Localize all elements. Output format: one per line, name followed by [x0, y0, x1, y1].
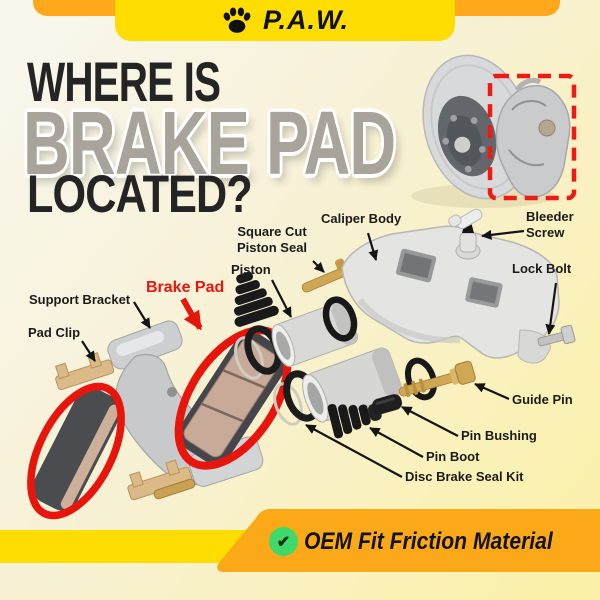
brake-pad-left	[32, 387, 122, 511]
brand-name: P.A.W.	[262, 5, 349, 35]
label-guide-pin: Guide Pin	[512, 392, 573, 407]
brake-pad-red-arrow	[180, 297, 203, 331]
label-pin-boot: Pin Boot	[426, 449, 480, 464]
red-dashed-highlight	[487, 73, 577, 201]
label-arrows	[81, 229, 558, 478]
red-circle-left	[27, 382, 125, 520]
bleeder-screw-part	[448, 208, 483, 260]
brake-disc-photo	[411, 54, 577, 208]
label-pin-bushing: Pin Bushing	[461, 428, 537, 443]
bottom-orange-banner	[217, 509, 600, 572]
label-bleeder-screw: Bleeder Screw	[526, 209, 574, 240]
pin-bushing-part	[372, 394, 403, 415]
guide-pin-part	[398, 360, 476, 398]
paw-icon	[223, 6, 251, 33]
headline-line1: WHERE IS	[27, 50, 221, 113]
caliper-body-part	[341, 208, 576, 364]
label-pad-clip: Pad Clip	[28, 325, 81, 340]
label-caliper-body: Caliper Body	[321, 211, 402, 226]
check-icon: ✔	[269, 527, 298, 556]
label-lock-bolt: Lock Bolt	[512, 261, 572, 276]
label-square-cut-piston-seal: Square Cut Piston Seal	[236, 224, 308, 255]
top-brand-banner: P.A.W.	[115, 0, 455, 41]
piston-boot-part	[234, 271, 279, 327]
piston-part	[271, 296, 438, 423]
label-brake-pad: Brake Pad	[146, 279, 225, 296]
pad-clip-part	[54, 352, 196, 501]
label-disc-brake-seal-kit: Disc Brake Seal Kit	[405, 469, 524, 484]
headline-line3: LOCATED?	[27, 165, 253, 224]
headline-line2: BRAKE PAD	[23, 94, 396, 194]
footer-badge-text: OEM Fit Friction Material	[304, 528, 553, 555]
label-piston: Piston	[231, 262, 271, 277]
lock-bolt-part	[537, 324, 576, 347]
label-support-bracket: Support Bracket	[29, 292, 131, 307]
